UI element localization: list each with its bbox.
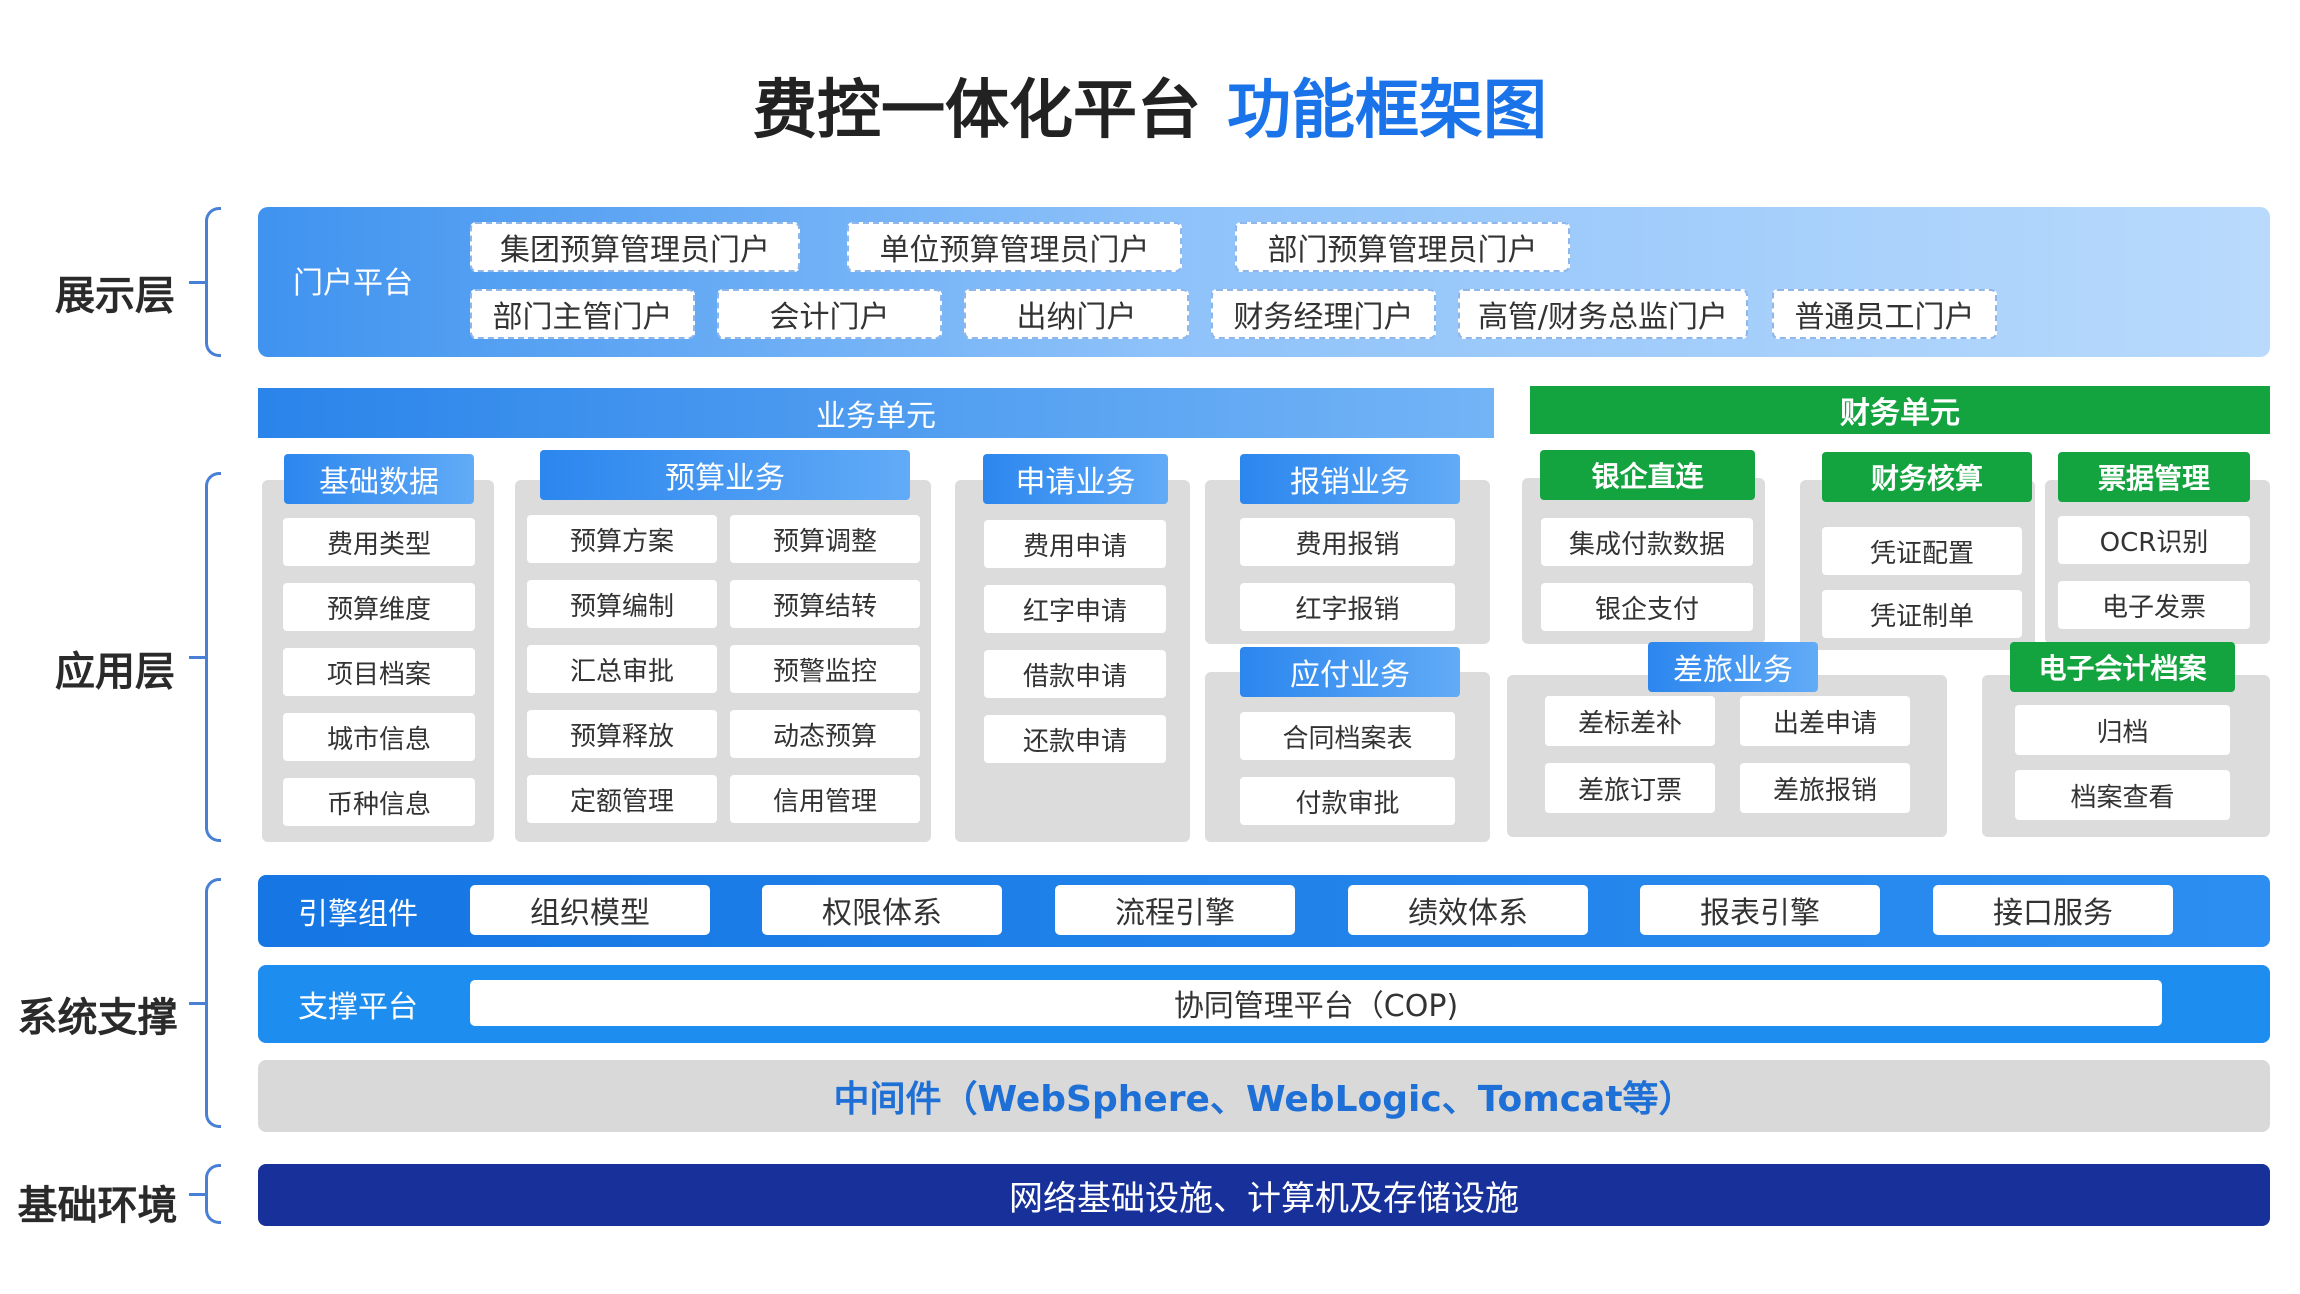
- portal-item-dept-budget-admin[interactable]: 部门预算管理员门户: [1235, 222, 1570, 272]
- middleware-panel: 中间件（WebSphere、WebLogic、Tomcat等）: [258, 1060, 2270, 1132]
- brace-tick-application: [189, 656, 205, 659]
- title-main: 费控一体化平台: [753, 74, 1201, 148]
- cell-budget-adjust[interactable]: 预算调整: [730, 515, 920, 563]
- business-unit-bar: 业务单元: [258, 388, 1494, 438]
- portal-item-group-budget-admin[interactable]: 集团预算管理员门户: [470, 222, 800, 272]
- engine-label: 引擎组件: [298, 897, 418, 932]
- cell-summary-approval[interactable]: 汇总审批: [527, 645, 717, 693]
- header-basic-data[interactable]: 基础数据: [284, 454, 474, 504]
- page-title: 费控一体化平台 功能框架图: [0, 40, 2300, 170]
- cell-red-application[interactable]: 红字申请: [984, 585, 1166, 633]
- cell-budget-release[interactable]: 预算释放: [527, 710, 717, 758]
- cell-expense-reimbursement[interactable]: 费用报销: [1240, 518, 1455, 566]
- cell-expense-type[interactable]: 费用类型: [283, 518, 475, 566]
- engine-item-interface[interactable]: 接口服务: [1933, 885, 2173, 935]
- cell-business-trip-application[interactable]: 出差申请: [1740, 696, 1910, 746]
- layer-label-infrastructure: 基础环境: [17, 1183, 178, 1229]
- portal-item-unit-budget-admin[interactable]: 单位预算管理员门户: [847, 222, 1182, 272]
- portal-label: 门户平台: [293, 266, 413, 301]
- brace-tick-system-support: [189, 1002, 205, 1005]
- cell-payment-approval[interactable]: 付款审批: [1240, 777, 1455, 825]
- cell-archiving[interactable]: 归档: [2015, 705, 2230, 755]
- infrastructure-panel: 网络基础设施、计算机及存储设施: [258, 1164, 2270, 1226]
- cell-e-invoice[interactable]: 电子发票: [2058, 581, 2250, 629]
- cell-contract-archive[interactable]: 合同档案表: [1240, 712, 1455, 760]
- header-application[interactable]: 申请业务: [983, 454, 1168, 504]
- portal-item-dept-manager[interactable]: 部门主管门户: [470, 289, 695, 339]
- cell-red-reimbursement[interactable]: 红字报销: [1240, 583, 1455, 631]
- cell-archive-view[interactable]: 档案查看: [2015, 770, 2230, 820]
- cell-ocr-recognition[interactable]: OCR识别: [2058, 516, 2250, 564]
- cell-bank-payment[interactable]: 银企支付: [1541, 583, 1753, 631]
- cell-currency-info[interactable]: 币种信息: [283, 778, 475, 826]
- cell-integrated-payment[interactable]: 集成付款数据: [1541, 518, 1753, 566]
- support-label: 支撑平台: [298, 990, 418, 1025]
- cell-project-archive[interactable]: 项目档案: [283, 648, 475, 696]
- cell-repayment-application[interactable]: 还款申请: [984, 715, 1166, 763]
- cell-budget-plan[interactable]: 预算方案: [527, 515, 717, 563]
- header-payable[interactable]: 应付业务: [1240, 647, 1460, 697]
- engine-item-permission[interactable]: 权限体系: [762, 885, 1002, 935]
- brace-system-support: [205, 878, 221, 1128]
- cell-voucher-config[interactable]: 凭证配置: [1822, 527, 2022, 575]
- layer-label-display: 展示层: [55, 273, 175, 319]
- engine-item-report-engine[interactable]: 报表引擎: [1640, 885, 1880, 935]
- portal-item-cashier[interactable]: 出纳门户: [964, 289, 1189, 339]
- cell-loan-application[interactable]: 借款申请: [984, 650, 1166, 698]
- cell-budget-compile[interactable]: 预算编制: [527, 580, 717, 628]
- brace-infrastructure: [205, 1164, 221, 1224]
- cell-budget-carryover[interactable]: 预算结转: [730, 580, 920, 628]
- engine-item-performance[interactable]: 绩效体系: [1348, 885, 1588, 935]
- portal-item-executive-cfo[interactable]: 高管/财务总监门户: [1458, 289, 1748, 339]
- cell-dynamic-budget[interactable]: 动态预算: [730, 710, 920, 758]
- support-item-cop[interactable]: 协同管理平台（COP): [470, 980, 2162, 1026]
- layer-label-application: 应用层: [55, 649, 175, 695]
- header-reimbursement[interactable]: 报销业务: [1240, 454, 1460, 504]
- cell-travel-booking[interactable]: 差旅订票: [1545, 763, 1715, 813]
- portal-item-accountant[interactable]: 会计门户: [717, 289, 942, 339]
- brace-tick-display: [189, 281, 205, 284]
- cell-quota-management[interactable]: 定额管理: [527, 775, 717, 823]
- cell-expense-application[interactable]: 费用申请: [984, 520, 1166, 568]
- header-archive[interactable]: 电子会计档案: [2010, 642, 2235, 692]
- cell-city-info[interactable]: 城市信息: [283, 713, 475, 761]
- header-budget[interactable]: 预算业务: [540, 450, 910, 500]
- cell-credit-management[interactable]: 信用管理: [730, 775, 920, 823]
- brace-tick-infrastructure: [189, 1193, 205, 1196]
- header-accounting[interactable]: 财务核算: [1822, 452, 2032, 502]
- cell-warning-monitor[interactable]: 预警监控: [730, 645, 920, 693]
- engine-item-workflow[interactable]: 流程引擎: [1055, 885, 1295, 935]
- finance-unit-bar: 财务单元: [1530, 386, 2270, 434]
- title-accent: 功能框架图: [1227, 74, 1547, 148]
- engine-item-org-model[interactable]: 组织模型: [470, 885, 710, 935]
- cell-travel-standard[interactable]: 差标差补: [1545, 696, 1715, 746]
- header-bank[interactable]: 银企直连: [1540, 450, 1755, 500]
- cell-travel-reimbursement[interactable]: 差旅报销: [1740, 763, 1910, 813]
- portal-item-finance-manager[interactable]: 财务经理门户: [1211, 289, 1436, 339]
- header-invoice[interactable]: 票据管理: [2058, 452, 2250, 502]
- brace-display: [205, 207, 221, 357]
- brace-application: [205, 472, 221, 842]
- layer-label-system-support: 系统支撑: [17, 995, 178, 1041]
- header-travel[interactable]: 差旅业务: [1648, 642, 1818, 692]
- cell-voucher-creation[interactable]: 凭证制单: [1822, 590, 2022, 638]
- cell-budget-dimension[interactable]: 预算维度: [283, 583, 475, 631]
- portal-item-employee[interactable]: 普通员工门户: [1772, 289, 1997, 339]
